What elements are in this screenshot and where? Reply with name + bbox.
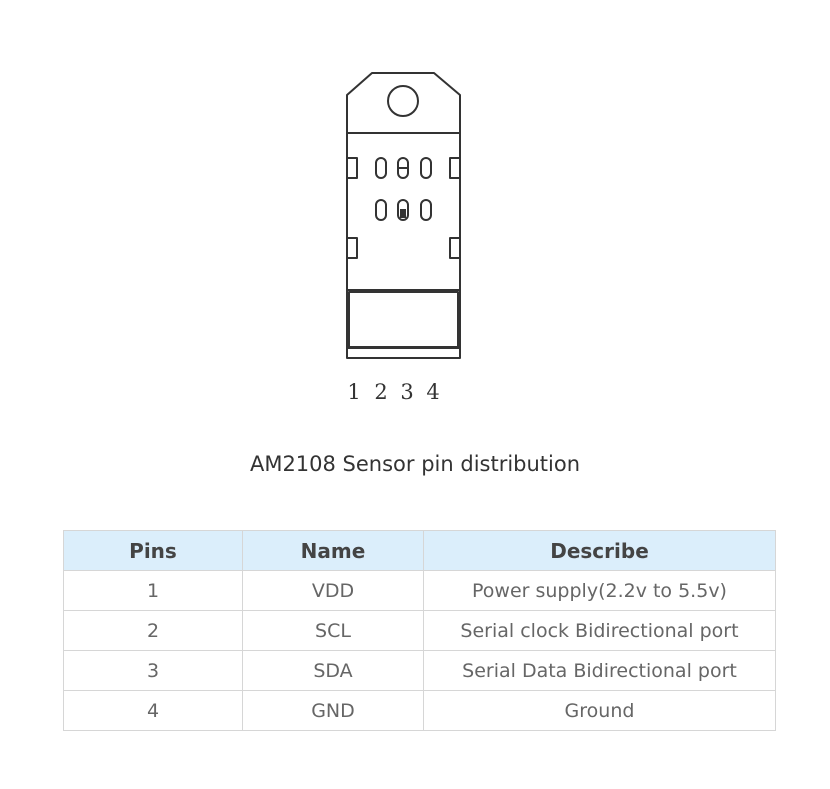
table-row: 3 SDA Serial Data Bidirectional port <box>63 650 776 691</box>
pin-label-4: 4 <box>426 380 440 404</box>
header-pins: Pins <box>63 530 243 571</box>
pin-cell: 1 <box>63 570 243 611</box>
right-notch-bottom <box>449 237 460 259</box>
describe-cell: Serial clock Bidirectional port <box>423 610 776 651</box>
header-describe: Describe <box>423 530 776 571</box>
table-header-row: Pins Name Describe <box>63 530 776 571</box>
describe-cell: Power supply(2.2v to 5.5v) <box>423 570 776 611</box>
right-notch-top <box>449 157 460 179</box>
vent-slot <box>420 157 432 179</box>
left-notch-bottom <box>347 237 358 259</box>
pin-label-2: 2 <box>374 380 388 404</box>
name-cell: SCL <box>242 610 424 651</box>
table-row: 4 GND Ground <box>63 690 776 731</box>
name-cell: SDA <box>242 650 424 691</box>
pin-number-labels: 1 2 3 4 <box>340 380 450 410</box>
sensor-body-outline <box>346 72 461 359</box>
vent-slot <box>375 157 387 179</box>
name-cell: GND <box>242 690 424 731</box>
vent-slot <box>397 199 409 221</box>
left-notch-top <box>347 157 358 179</box>
pin-table: Pins Name Describe 1 VDD Power supply(2.… <box>63 530 776 731</box>
header-name: Name <box>242 530 424 571</box>
diagram-caption: AM2108 Sensor pin distribution <box>249 452 581 476</box>
pin-label-1: 1 <box>347 380 361 404</box>
vent-slot <box>420 199 432 221</box>
pin-cell: 3 <box>63 650 243 691</box>
connector-block <box>348 291 459 348</box>
mounting-hole <box>387 85 419 117</box>
describe-cell: Ground <box>423 690 776 731</box>
table-row: 1 VDD Power supply(2.2v to 5.5v) <box>63 570 776 611</box>
vent-slot <box>375 199 387 221</box>
pin-cell: 4 <box>63 690 243 731</box>
table-row: 2 SCL Serial clock Bidirectional port <box>63 610 776 651</box>
describe-cell: Serial Data Bidirectional port <box>423 650 776 691</box>
pin-label-3: 3 <box>400 380 414 404</box>
name-cell: VDD <box>242 570 424 611</box>
sensor-package-drawing <box>346 72 461 359</box>
pin-cell: 2 <box>63 610 243 651</box>
